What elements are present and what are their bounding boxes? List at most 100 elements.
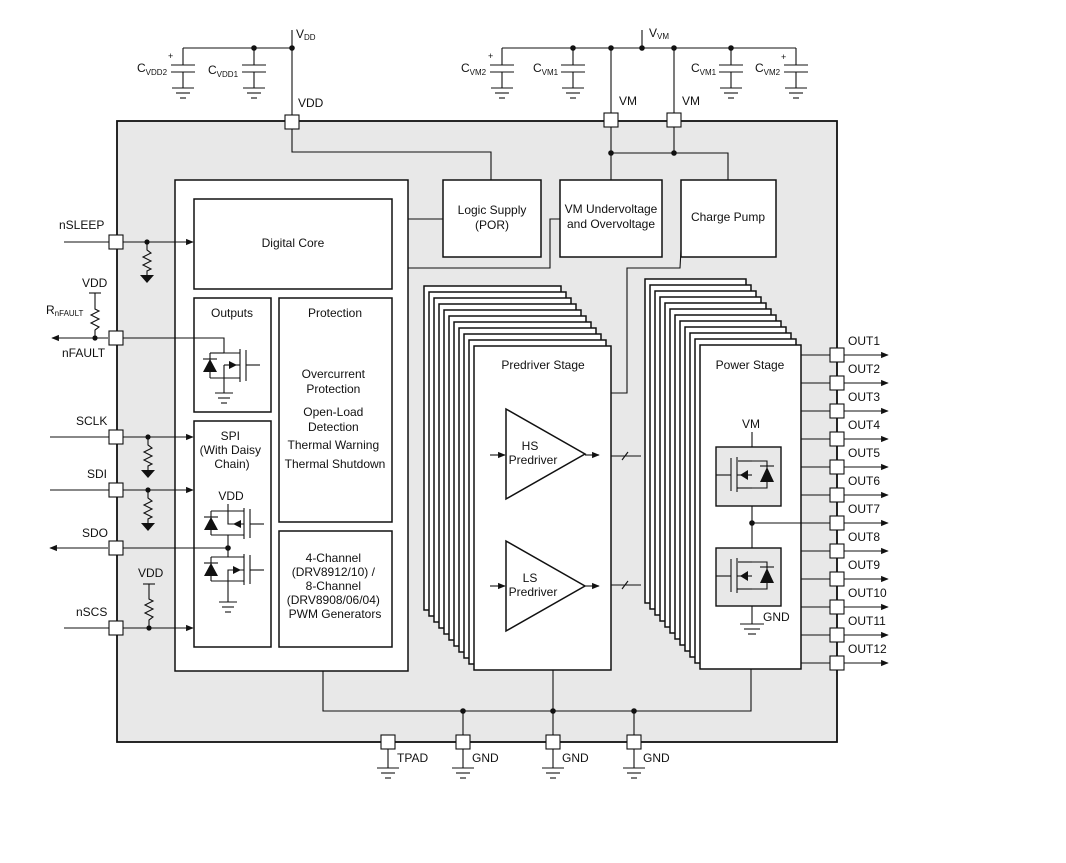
- pin-square: [545, 734, 561, 750]
- logic-supply-block: [442, 179, 542, 258]
- output-label: OUT4: [848, 418, 880, 432]
- output-pin-10: OUT10: [801, 586, 889, 615]
- output-label: OUT3: [848, 390, 880, 404]
- charge-pump-label: Charge Pump: [691, 210, 765, 224]
- spi-label: SPI (With Daisy Chain): [200, 429, 265, 471]
- output-label: OUT8: [848, 530, 880, 544]
- pin-label-sdo: SDO: [82, 526, 108, 540]
- pin-out: [829, 459, 845, 475]
- vdd-supply: [171, 30, 295, 117]
- bottom-pin-label: GND: [562, 751, 589, 765]
- ground-bus: [322, 669, 752, 735]
- low-side-fet-icon: [715, 547, 782, 607]
- output-label: OUT1: [848, 334, 880, 348]
- gate-drive-bus: [611, 451, 641, 590]
- pin-out: [829, 599, 845, 615]
- nfault-pullup-vdd-label: VDD: [82, 276, 108, 290]
- output-label: OUT2: [848, 362, 880, 376]
- pin-out: [829, 487, 845, 503]
- bottom-pin-gnd: GND: [542, 734, 589, 779]
- output-label: OUT9: [848, 558, 880, 572]
- power-stage-block: [699, 344, 802, 670]
- pin-label-nfault: nFAULT: [62, 346, 106, 360]
- pin-label-vm1: VM: [619, 94, 637, 108]
- hs-predriver-amp: [505, 407, 587, 501]
- output-pin-6: OUT6: [801, 474, 889, 503]
- cap-label-cvm2-right: CVM2: [755, 61, 781, 77]
- rail-label-vvm: VVM: [649, 26, 669, 41]
- pin-vdd: [284, 114, 300, 130]
- output-label: OUT11: [848, 614, 886, 628]
- bottom-pin-label: GND: [472, 751, 499, 765]
- pin-label-vdd-top: VDD: [298, 96, 324, 110]
- bottom-pin-gnd: GND: [452, 734, 499, 779]
- pin-out: [829, 515, 845, 531]
- vm-uv-ov-block: [559, 179, 663, 258]
- protection-block: [278, 297, 393, 523]
- output-pin-4: OUT4: [801, 418, 889, 447]
- pin-out: [829, 403, 845, 419]
- output-label: OUT6: [848, 474, 880, 488]
- pin-label-nscs: nSCS: [76, 605, 107, 619]
- cap-label-cvdd2: CVDD2: [137, 61, 168, 77]
- pin-label-nsleep: nSLEEP: [59, 218, 104, 232]
- pin-nsleep: [108, 234, 124, 250]
- pwm-generators-block: [278, 530, 393, 648]
- spi-vdd-label: VDD: [218, 489, 244, 503]
- spi-block: [193, 420, 272, 648]
- resistor-label-rnfault: RnFAULT: [46, 303, 84, 318]
- output-pin-8: OUT8: [801, 530, 889, 559]
- power-stage-vm-label: VM: [742, 417, 760, 431]
- pin-nscs: [108, 620, 124, 636]
- open-drain-fet-icon: [123, 337, 260, 404]
- pin-label-sclk: SCLK: [76, 414, 107, 428]
- bottom-pin-gnd: GND: [623, 734, 670, 779]
- pin-out: [829, 571, 845, 587]
- protection-title: Protection: [308, 306, 362, 320]
- pin-vm-2: [666, 112, 682, 128]
- internal-supply-wires: [291, 127, 729, 416]
- output-pin-1: OUT1: [801, 334, 889, 363]
- bottom-pin-tpad: TPAD: [377, 734, 428, 779]
- vm-supply: [490, 30, 808, 113]
- charge-pump-block: [680, 179, 777, 258]
- outputs-label: Outputs: [211, 306, 253, 320]
- pin-out: [829, 543, 845, 559]
- bottom-pins: TPAD GND GND GND: [377, 734, 670, 779]
- output-pin-3: OUT3: [801, 390, 889, 419]
- predriver-stage-label: Predriver Stage: [501, 358, 585, 372]
- cap-plus-vm2-left: +: [488, 51, 493, 61]
- pin-out: [829, 627, 845, 643]
- power-stage-label: Power Stage: [716, 358, 785, 372]
- power-stage-gnd-label: GND: [763, 610, 790, 624]
- rail-label-vdd: VDD: [296, 27, 316, 42]
- push-pull-driver-icon: [204, 504, 264, 613]
- output-label: OUT5: [848, 446, 880, 460]
- pin-out: [829, 431, 845, 447]
- ls-predriver-amp: [505, 539, 587, 633]
- nscs-pullup-vdd-label: VDD: [138, 566, 164, 580]
- output-label: OUT10: [848, 586, 887, 600]
- predriver-stage-block: [473, 345, 612, 671]
- bottom-pin-label: TPAD: [397, 751, 428, 765]
- output-pin-11: OUT11: [801, 614, 889, 643]
- output-pins: OUT1OUT2OUT3OUT4OUT5OUT6OUT7OUT8OUT9OUT1…: [801, 334, 889, 671]
- pin-nfault: [108, 330, 124, 346]
- output-label: OUT7: [848, 502, 880, 516]
- pin-sdi: [108, 482, 124, 498]
- bottom-pin-label: GND: [643, 751, 670, 765]
- pin-out: [829, 347, 845, 363]
- cap-label-cvm2-left: CVM2: [461, 61, 487, 77]
- pin-out: [829, 655, 845, 671]
- pin-label-vm2: VM: [682, 94, 700, 108]
- output-pin-5: OUT5: [801, 446, 889, 475]
- pin-square: [380, 734, 396, 750]
- output-pin-12: OUT12: [801, 642, 889, 671]
- pin-out: [829, 375, 845, 391]
- output-pin-2: OUT2: [801, 362, 889, 391]
- pin-vm-1: [603, 112, 619, 128]
